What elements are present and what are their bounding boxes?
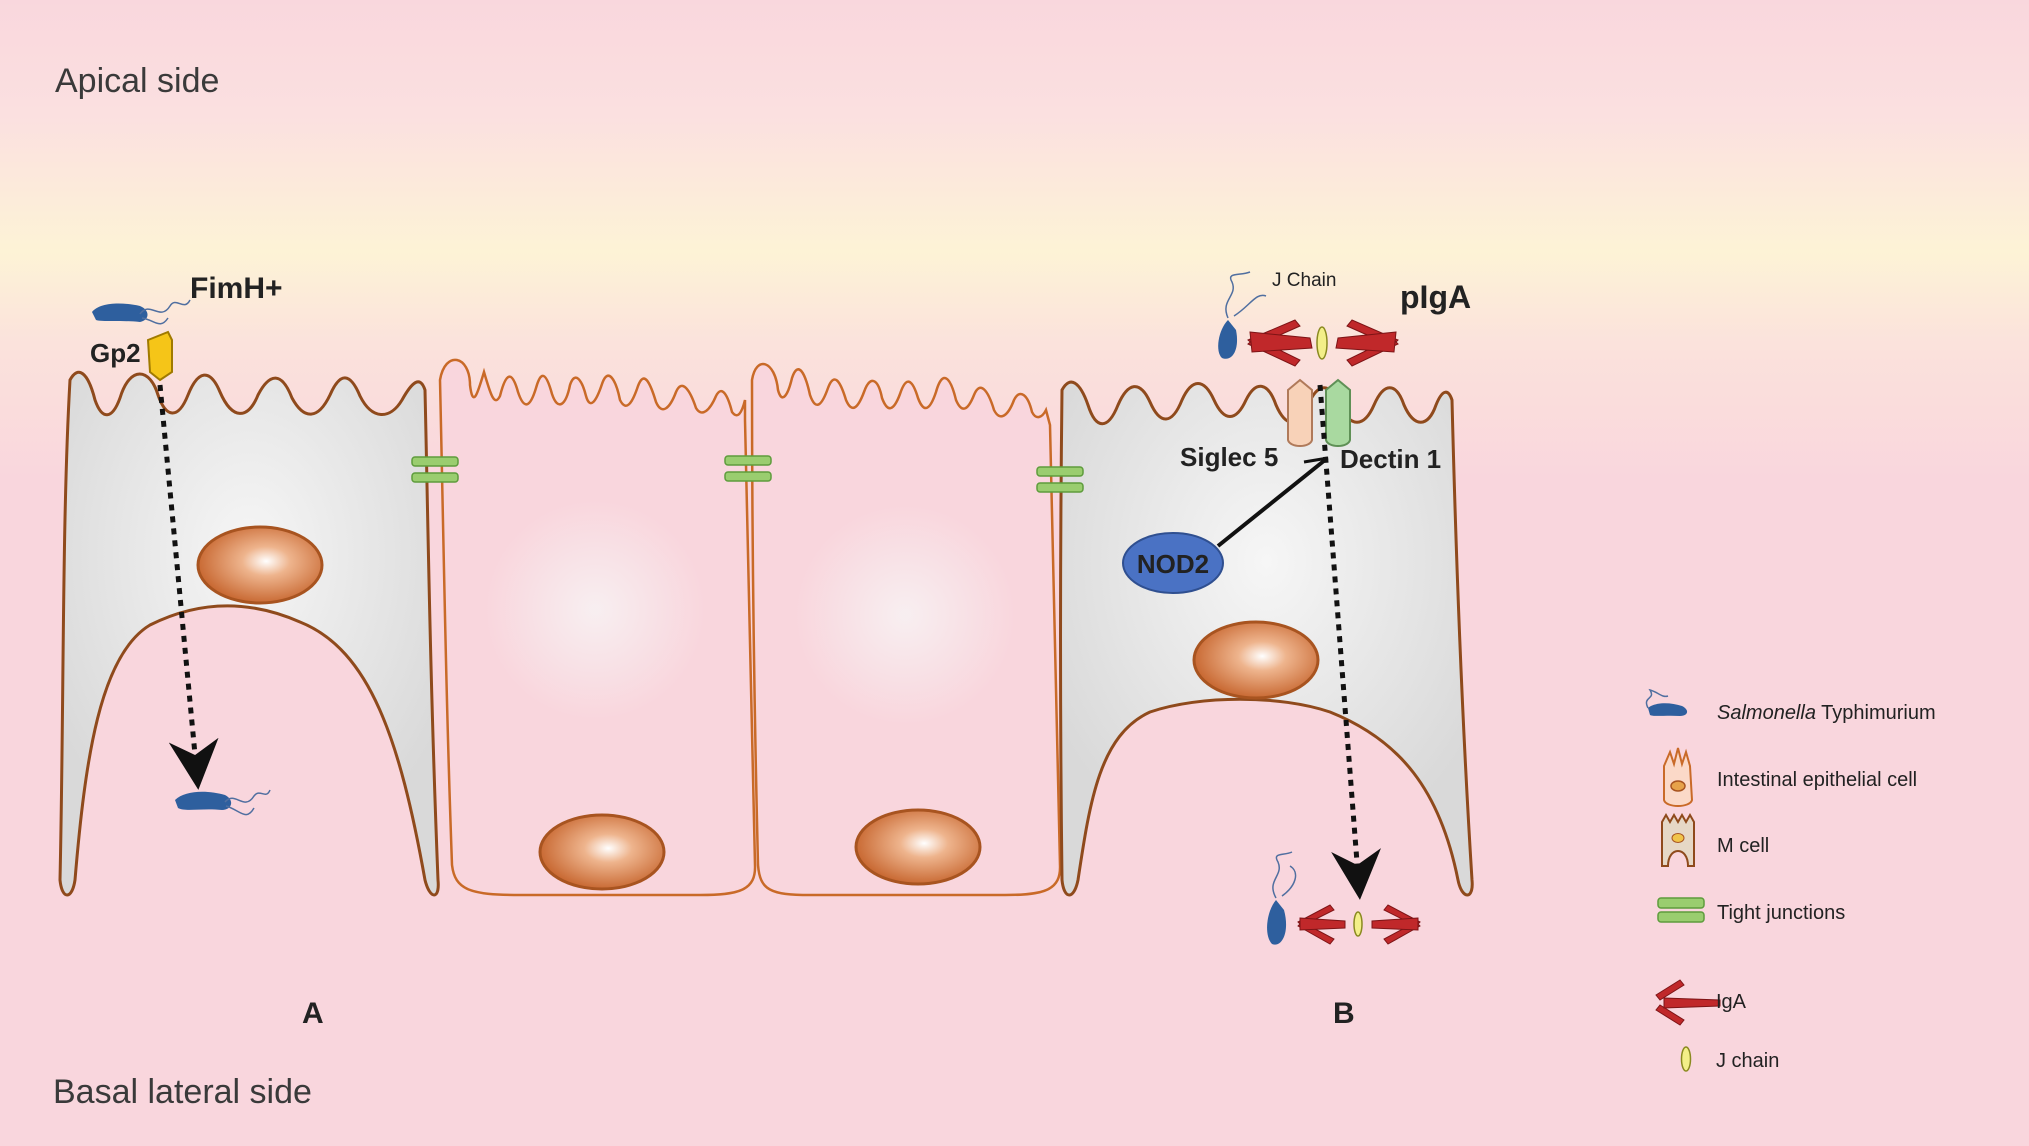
panel-b-label: B [1333,997,1355,1030]
legend-tight-junction-label: Tight junctions [1717,902,1845,924]
legend-iec-icon [1663,747,1694,807]
legend-salmonella-label: Salmonella Typhimurium [1717,702,1936,724]
transcytosis-arrow-a [157,384,219,790]
gp2-label: Gp2 [90,338,141,368]
legend-mcell-icon [1661,812,1695,867]
legend-j-chain-icon [1680,1046,1692,1072]
transcytosis-arrow-b [1317,384,1381,900]
nod2-node [1122,532,1224,594]
nucleus [1192,620,1320,700]
m-cell-b [1059,380,1474,897]
nucleus [854,808,982,886]
tight-junction-2 [724,455,772,482]
siglec5-label: Siglec 5 [1180,442,1278,472]
nucleus [196,525,324,605]
nod2-label: NOD2 [1137,549,1209,579]
piga-top [1247,319,1399,367]
intestinal-epithelial-cell-2 [750,362,1062,897]
tight-junction-3 [1036,466,1084,493]
piga-label: pIgA [1400,279,1471,315]
intestinal-epithelial-cell-1 [438,358,757,897]
legend-iga-icon [1655,979,1721,1026]
apical-side-label: Apical side [55,62,219,100]
basal-side-label: Basal lateral side [53,1073,312,1111]
tight-junction-1 [411,456,459,483]
j-chain-top-label: J Chain [1272,270,1336,291]
siglec5-receptor [1287,378,1313,447]
dectin1-receptor [1325,378,1351,447]
legend-tight-junction-icon [1657,897,1705,923]
panel-a-label: A [302,997,324,1030]
legend-salmonella-icon [1645,688,1688,716]
salmonella-icon [92,299,191,325]
nucleus [538,813,666,891]
nod2-connector [1216,458,1327,548]
salmonella-icon [175,789,271,816]
fimh-label: FimH+ [190,272,283,305]
salmonella-icon [1218,271,1267,359]
j-chain [1316,326,1328,360]
salmonella-icon [1267,851,1297,945]
legend: Salmonella Typhimurium Intestinal epithe… [1645,688,1936,1072]
legend-iec-label: Intestinal epithelial cell [1717,769,1917,791]
m-cell-a [58,370,440,897]
dectin1-label: Dectin 1 [1340,444,1441,474]
gp2-receptor [146,330,173,382]
piga-bottom [1297,904,1421,945]
legend-j-chain-label: J chain [1716,1050,1779,1072]
legend-iga-label: IgA [1716,991,1747,1013]
legend-mcell-label: M cell [1717,835,1769,857]
